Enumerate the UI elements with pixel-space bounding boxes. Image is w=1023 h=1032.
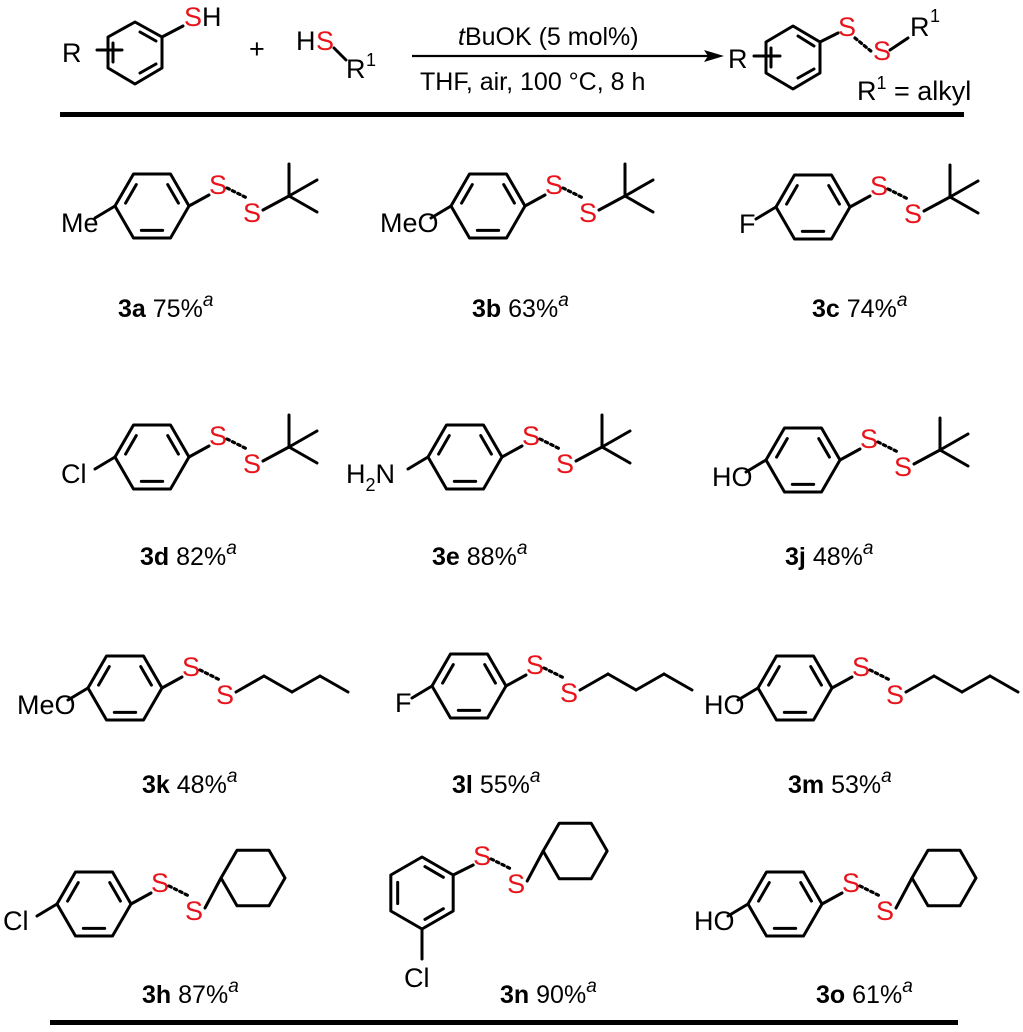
caption-3d: 3d 82%a [140,538,237,571]
product-s2: S [873,36,891,66]
sulfur-2: S [876,896,894,926]
product-r: R [728,44,748,74]
sulfur-1: S [545,170,563,200]
sulfur-1: S [209,421,227,451]
compound-structures: SSMeSSMeOSSFSSClSSH2NSSHOSSMeOSSFSSHOSSC… [3,162,1020,993]
sulfur-2: S [886,680,904,710]
sulfur-2: S [185,896,203,926]
caption-3l: 3l 55%a [452,766,540,799]
catalyst-label: tBuOK (5 mol%) [458,23,639,51]
sulfur-1: S [526,650,544,680]
product-s1: S [838,12,856,42]
top-rule [60,112,964,117]
reactant2-sup: 1 [366,50,376,70]
r1-definition: R1 = alkyl [857,73,971,106]
sulfur-1: S [870,171,888,201]
substituent-label: F [395,688,412,718]
sulfur-1: S [842,868,860,898]
sulfur-2: S [216,680,234,710]
sulfur-2: S [556,449,574,479]
structure-3h: SS Cl [3,848,287,938]
sulfur-2: S [243,198,261,228]
substituent-label: HO [712,462,753,492]
reaction-arrow: tBuOK (5 mol%) THF, air, 100 °C, 8 h [412,23,724,96]
sulfur-1: S [860,424,878,454]
caption-3h: 3h 87%a [142,976,239,1009]
caption-3c: 3c 74%a [812,290,907,323]
substituent-label: HO [694,906,735,936]
caption-3m: 3m 53%a [788,766,892,799]
reactant2-r: R [346,54,366,84]
bottom-rule [50,1020,958,1025]
product-r1: R [910,12,930,42]
caption-3k: 3k 48%a [142,766,237,799]
sulfur-2: S [579,198,597,228]
reactant1-s: S [184,2,202,32]
caption-3j: 3j 48%a [785,538,873,571]
reactant-thiophenol: R S H [62,2,222,86]
structure-3k: SS MeO [17,652,350,722]
substituent-label: MeO [380,208,439,238]
reactant2-h: H [296,26,316,56]
caption-3a: 3a 75%a [118,290,213,323]
structure-3d: SS Cl [61,413,319,491]
conditions-label: THF, air, 100 °C, 8 h [420,68,645,96]
structure-3m: SS HO [704,652,1020,722]
reactant1-r: R [62,38,82,68]
substituent-label: MeO [17,690,76,720]
sulfur-1: S [852,652,870,682]
reactant2-s: S [316,26,334,56]
structure-3l: SS F [395,650,694,720]
sulfur-1: S [151,868,169,898]
substituent-label: HO [704,690,745,720]
structure-3j: SS HO [712,416,970,494]
sulfur-1: S [473,841,491,871]
substituent-label: F [739,209,756,239]
product-disulfide: R S S R 1 [728,6,940,91]
substituent-label: Cl [404,963,430,993]
structure-3a: SS Me [61,162,319,240]
caption-3b: 3b 63%a [472,290,569,323]
sulfur-2: S [243,449,261,479]
structure-3e: SS H2N [346,413,632,495]
sulfur-1: S [209,170,227,200]
reaction-equation: R S H + H S R 1 tBuOK (5 mol%) THF, air,… [62,2,971,106]
caption-3e: 3e 88%a [432,538,527,571]
substituent-label: H2N [346,459,395,495]
structure-3o: SS HO [694,848,978,938]
structure-3n: SS Cl [389,821,609,993]
substituent-label: Cl [3,906,29,936]
sulfur-1: S [182,652,200,682]
product-r1-sup: 1 [930,6,940,26]
substituent-label: Me [61,208,99,238]
structure-3b: SS MeO [380,162,655,240]
sulfur-2: S [904,199,922,229]
plus-sign: + [249,34,265,64]
caption-3o: 3o 61%a [816,976,913,1009]
caption-3n: 3n 90%a [500,976,597,1009]
substituent-label: Cl [61,459,87,489]
reactant1-h: H [202,2,222,32]
sulfur-2: S [560,678,578,708]
structure-3c: SS F [739,163,980,241]
sulfur-1: S [522,421,540,451]
sulfur-2: S [507,869,525,899]
compound-captions: 3a 75%a 3b 63%a 3c 74%a 3d 82%a 3e 88%a … [118,290,913,1009]
reactant-alkylthiol: H S R 1 [296,26,376,84]
sulfur-2: S [894,452,912,482]
